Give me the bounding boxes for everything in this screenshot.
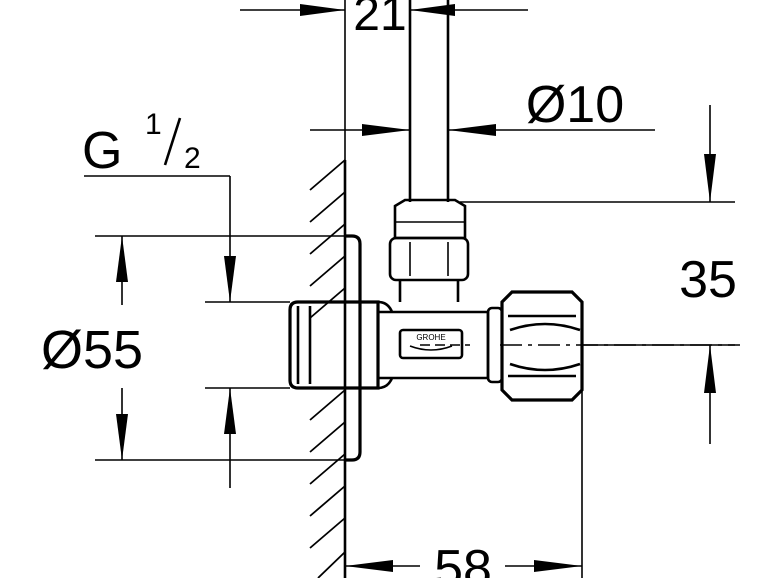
dim-58-label: 58: [434, 540, 492, 578]
thread-denominator: 2: [184, 142, 201, 175]
threaded-inlet: [288, 300, 345, 390]
dimension-flange-diameter: Ø55: [41, 235, 345, 461]
dim-55-label: Ø55: [41, 320, 143, 380]
dim-10-label: Ø10: [526, 76, 624, 134]
thread-g-label: G: [82, 122, 122, 180]
wall-flange: [345, 234, 362, 462]
thread-numerator: 1: [145, 108, 162, 141]
dimension-58: 58: [345, 345, 583, 578]
dimension-21: 21: [240, 0, 528, 160]
thread-fraction-slash: [163, 117, 182, 166]
brand-plate: [398, 328, 464, 360]
dim-21-label: 21: [353, 0, 406, 41]
outlet-nut: [486, 290, 584, 402]
dim-35-label: 35: [679, 251, 737, 309]
pipe: [408, 0, 450, 202]
dimension-35: 35: [460, 105, 737, 444]
wall-hatching: [309, 159, 347, 578]
compression-nut-top: [388, 198, 470, 302]
brand-mark: GROHE: [416, 333, 445, 342]
dimension-pipe-diameter: Ø10: [310, 76, 655, 200]
dimension-thread: G 1 2: [82, 108, 290, 488]
